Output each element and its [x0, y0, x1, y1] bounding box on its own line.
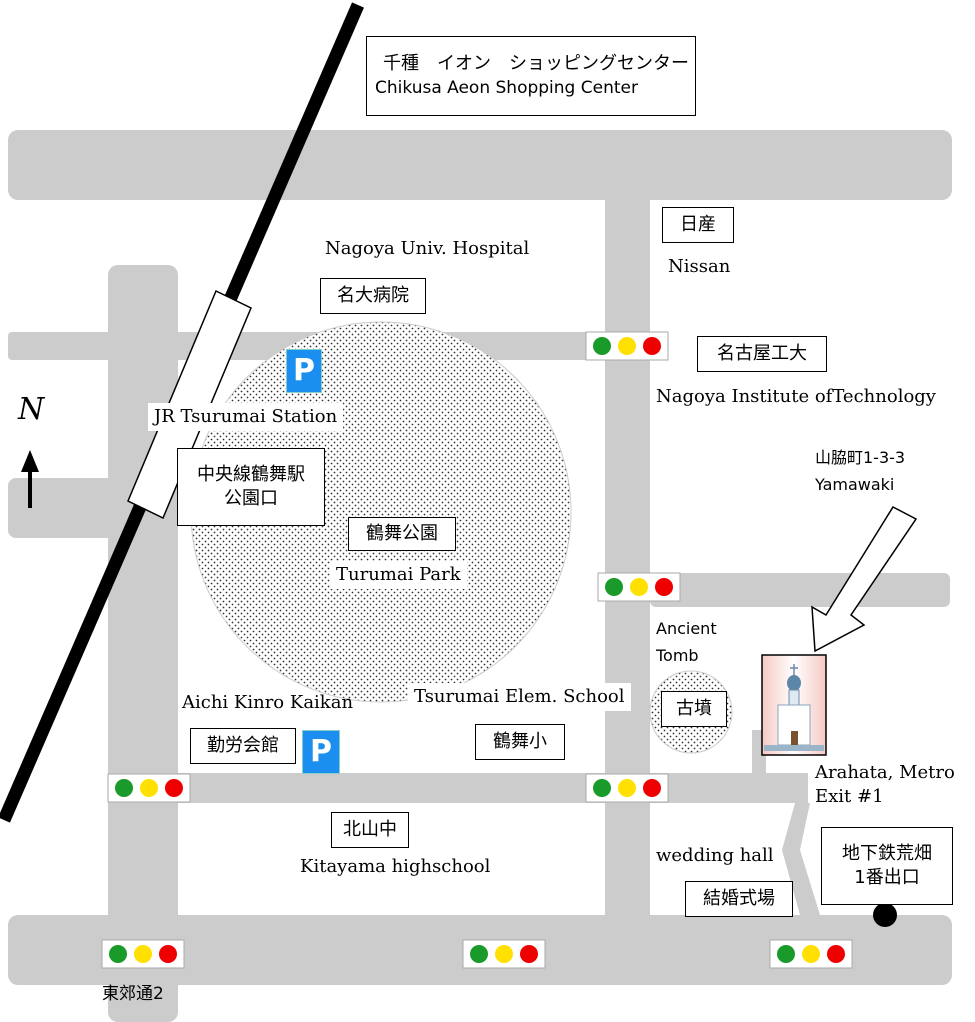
address-en: Yamawaki	[815, 475, 895, 494]
metro-jp-line1: 地下鉄荒畑	[842, 842, 932, 864]
traffic-light-icon	[585, 773, 669, 803]
road-right-branch	[650, 573, 950, 607]
aeon-label-jp: 千種 イオン ショッピングセンター	[383, 53, 689, 75]
station-en: JR Tsurumai Station	[148, 403, 344, 431]
parking-icon: P	[286, 349, 322, 393]
hospital-en: Nagoya Univ. Hospital	[325, 238, 530, 259]
metro-jp-box: 地下鉄荒畑 1番出口	[821, 827, 953, 905]
station-jp-line2: 公園口	[224, 488, 278, 509]
traffic-light-icon	[769, 939, 853, 969]
station-jp-box: 中央線鶴舞駅 公園口	[177, 448, 325, 526]
nissan-en: Nissan	[668, 256, 731, 277]
north-arrow-icon	[21, 450, 39, 508]
park-en: Turumai Park	[330, 561, 467, 589]
road-middle-vertical	[605, 200, 650, 915]
traffic-light-icon	[101, 939, 185, 969]
alley-to-metro	[782, 803, 820, 915]
traffic-light-icon	[107, 773, 191, 803]
road-lower-horizontal	[108, 773, 808, 803]
church-icon	[761, 654, 827, 756]
school-jp: 鶴舞小	[475, 724, 565, 760]
street-label: 東郊通2	[102, 984, 164, 1004]
address-jp: 山脇町1-3-3	[815, 448, 906, 467]
tomb-en-2: Tomb	[656, 646, 699, 665]
wedding-en: wedding hall	[656, 845, 774, 866]
metro-jp-line2: 1番出口	[854, 867, 920, 888]
traffic-light-icon	[462, 939, 546, 969]
tomb-en-1: Ancient	[656, 619, 717, 638]
traffic-light-icon	[597, 572, 681, 602]
kinro-en: Aichi Kinro Kaikan	[182, 692, 354, 713]
wedding-jp: 結婚式場	[685, 881, 793, 917]
kitayama-en: Kitayama highschool	[300, 856, 491, 877]
kitayama-jp: 北山中	[331, 812, 409, 848]
kinro-jp: 勤労会館	[190, 728, 296, 764]
destination-arrow-icon	[811, 506, 918, 653]
metro-en-2: Exit #1	[815, 786, 884, 807]
north-label: N	[18, 392, 45, 427]
road-top	[8, 130, 952, 200]
nissan-jp: 日産	[662, 207, 734, 243]
traffic-light-icon	[585, 331, 669, 361]
road-left-vertical	[108, 265, 178, 1022]
metro-exit-dot	[873, 903, 897, 927]
metro-en-1: Arahata, Metro	[815, 762, 955, 783]
tomb-jp: 古墳	[661, 691, 727, 727]
roads	[8, 130, 952, 1022]
station-jp-line1: 中央線鶴舞駅	[197, 463, 305, 485]
parking-icon: P	[302, 730, 340, 774]
aeon-label-box: 千種 イオン ショッピングセンター Chikusa Aeon Shopping …	[366, 36, 696, 116]
aeon-label-en: Chikusa Aeon Shopping Center	[375, 77, 638, 98]
hospital-jp: 名大病院	[320, 278, 426, 314]
nit-jp: 名古屋工大	[697, 336, 827, 372]
school-en: Tsurumai Elem. School	[408, 683, 631, 711]
road-left-stub	[8, 478, 118, 538]
nit-en: Nagoya Institute ofTechnology	[656, 386, 936, 407]
park-jp: 鶴舞公園	[348, 517, 456, 551]
